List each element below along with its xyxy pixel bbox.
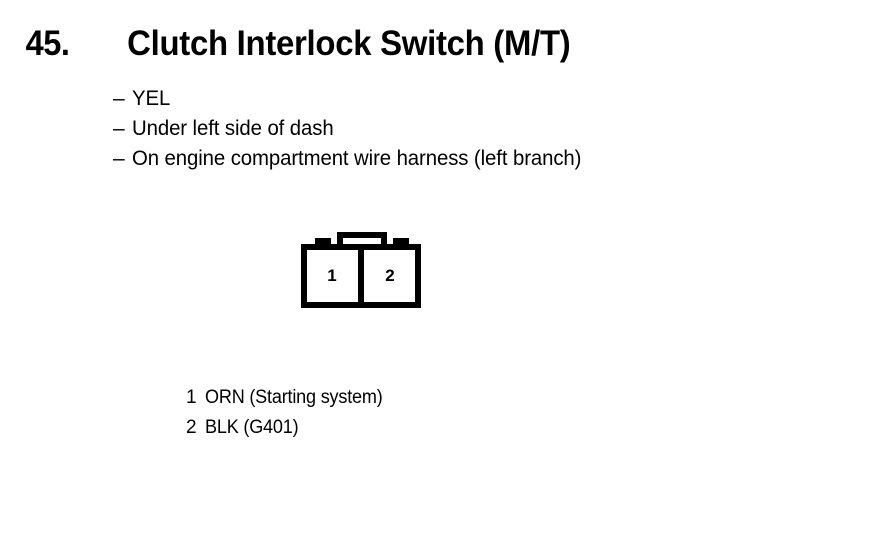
legend-row: 2 BLK (G401) <box>186 413 392 443</box>
pin-number-1: 1 <box>327 266 336 285</box>
dash-bullet-icon: – <box>113 147 125 170</box>
legend-pin-number: 2 <box>186 417 197 438</box>
list-item-label: On engine compartment wire harness (left… <box>132 147 582 170</box>
page-title: 45. Clutch Interlock Switch (M/T) <box>24 26 585 61</box>
pin-legend: 1 ORN (Starting system) 2 BLK (G401) <box>186 383 392 443</box>
legend-pin-description: ORN (Starting system) <box>205 387 383 408</box>
legend-pin-number: 1 <box>186 387 197 408</box>
list-item: – Under left side of dash <box>113 114 595 144</box>
dash-bullet-icon: – <box>113 87 125 110</box>
pin-number-2: 2 <box>385 266 394 285</box>
connector-housing-icon: 1 2 <box>301 232 421 308</box>
legend-row: 1 ORN (Starting system) <box>186 383 392 413</box>
connector-outline-path <box>301 232 421 308</box>
component-title: Clutch Interlock Switch (M/T) <box>127 24 571 63</box>
list-item-label: YEL <box>132 87 171 110</box>
list-item-label: Under left side of dash <box>132 117 334 140</box>
legend-pin-description: BLK (G401) <box>205 417 299 438</box>
detail-list: – YEL – Under left side of dash – On eng… <box>113 84 595 174</box>
item-number: 45. <box>25 24 70 63</box>
dash-bullet-icon: – <box>113 117 125 140</box>
list-item: – YEL <box>113 84 595 114</box>
list-item: – On engine compartment wire harness (le… <box>113 144 595 174</box>
connector-diagram: 1 2 <box>294 228 428 316</box>
